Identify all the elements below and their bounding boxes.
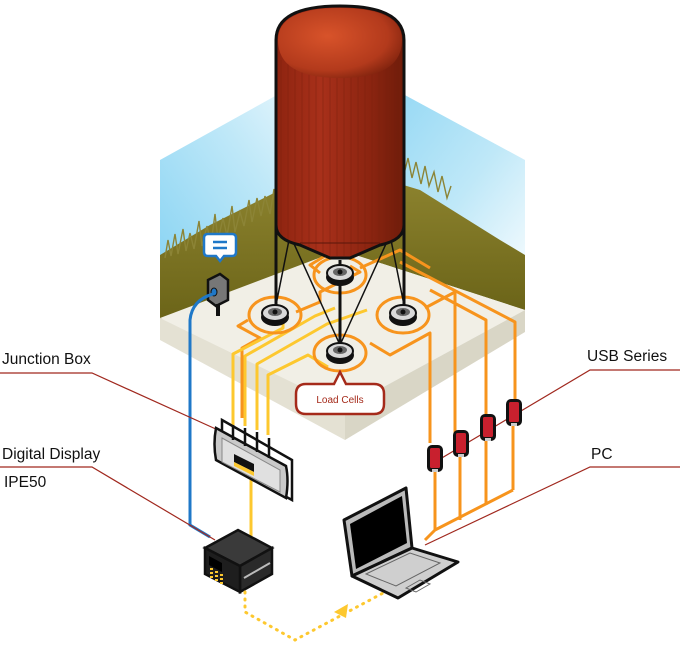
junction-box-label: Junction Box [2,351,91,368]
load-cells [261,264,417,364]
usb-module-1[interactable] [427,445,443,472]
equals-icon [213,240,227,250]
load-cell-2[interactable] [326,264,354,286]
digital-display-model-label: IPE50 [4,474,47,491]
usb-module-3[interactable] [480,414,496,441]
load-cell-cables [236,248,517,542]
junction-box[interactable] [213,417,294,503]
level-sensor[interactable] [202,232,238,316]
sensor-cable [188,292,214,539]
usb-modules [427,399,522,472]
arrow-icon [334,604,348,618]
load-cells-callout: Load Cells [294,369,386,416]
usb-module-2[interactable] [453,430,469,457]
silo [274,4,406,346]
load-cells-label: Load Cells [316,395,363,406]
pc-label: PC [591,446,613,463]
pc-laptop[interactable] [342,486,460,600]
digital-display-label: Digital Display [2,446,101,463]
usb-series-label: USB Series [587,348,668,365]
digital-display[interactable] [202,528,275,595]
wireless-link [243,590,387,642]
keypad [210,568,223,584]
load-cell-1[interactable] [261,304,289,326]
load-cell-3[interactable] [389,304,417,326]
usb-module-4[interactable] [506,399,522,426]
load-cell-4[interactable] [326,342,354,364]
